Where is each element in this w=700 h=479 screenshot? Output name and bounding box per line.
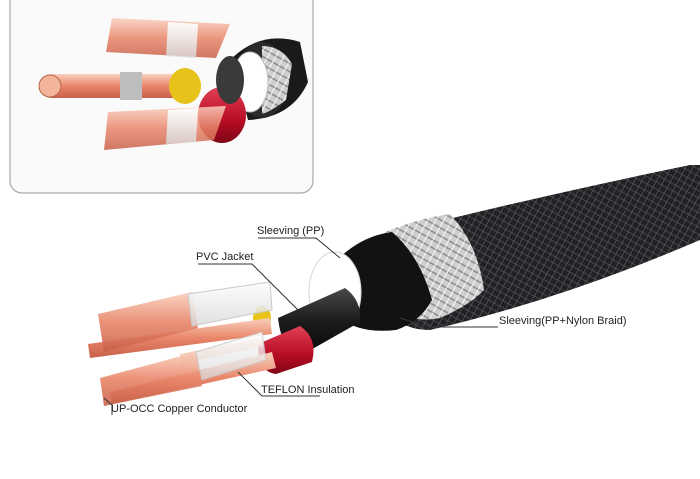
inset-gold-insulation bbox=[169, 68, 201, 104]
label-copper-conductor: UP-OCC Copper Conductor bbox=[111, 403, 248, 415]
flat-tab-top bbox=[98, 292, 198, 352]
label-pvc-jacket: PVC Jacket bbox=[196, 251, 254, 263]
leader-braid bbox=[399, 317, 498, 328]
clear-sleeve-bottom bbox=[195, 331, 267, 381]
label-sleeving-pp: Sleeving (PP) bbox=[257, 225, 325, 237]
main-cable bbox=[88, 165, 700, 406]
inset-glass-top bbox=[166, 22, 198, 58]
inset-pvc-jacket bbox=[216, 56, 244, 104]
inset-conductor-sleeve bbox=[120, 72, 142, 100]
label-teflon-insulation: TEFLON Insulation bbox=[261, 384, 355, 396]
leader-lines bbox=[103, 237, 498, 415]
inset-detail-view bbox=[9, 0, 314, 194]
leader-conductor bbox=[103, 397, 113, 415]
label-sleeving-braid: Sleeving(PP+Nylon Braid) bbox=[499, 315, 627, 327]
clear-sleeve-top bbox=[187, 281, 273, 327]
inset-silver-braid bbox=[262, 46, 292, 114]
conductor-wire-top bbox=[88, 318, 272, 358]
inset-conductor-end bbox=[38, 74, 62, 98]
flat-tab-bottom bbox=[100, 352, 202, 406]
leader-pvc-jacket bbox=[198, 263, 299, 311]
leader-teflon bbox=[237, 371, 320, 397]
inset-glass-bottom bbox=[166, 108, 198, 144]
leader-sleeving-pp bbox=[258, 237, 341, 259]
